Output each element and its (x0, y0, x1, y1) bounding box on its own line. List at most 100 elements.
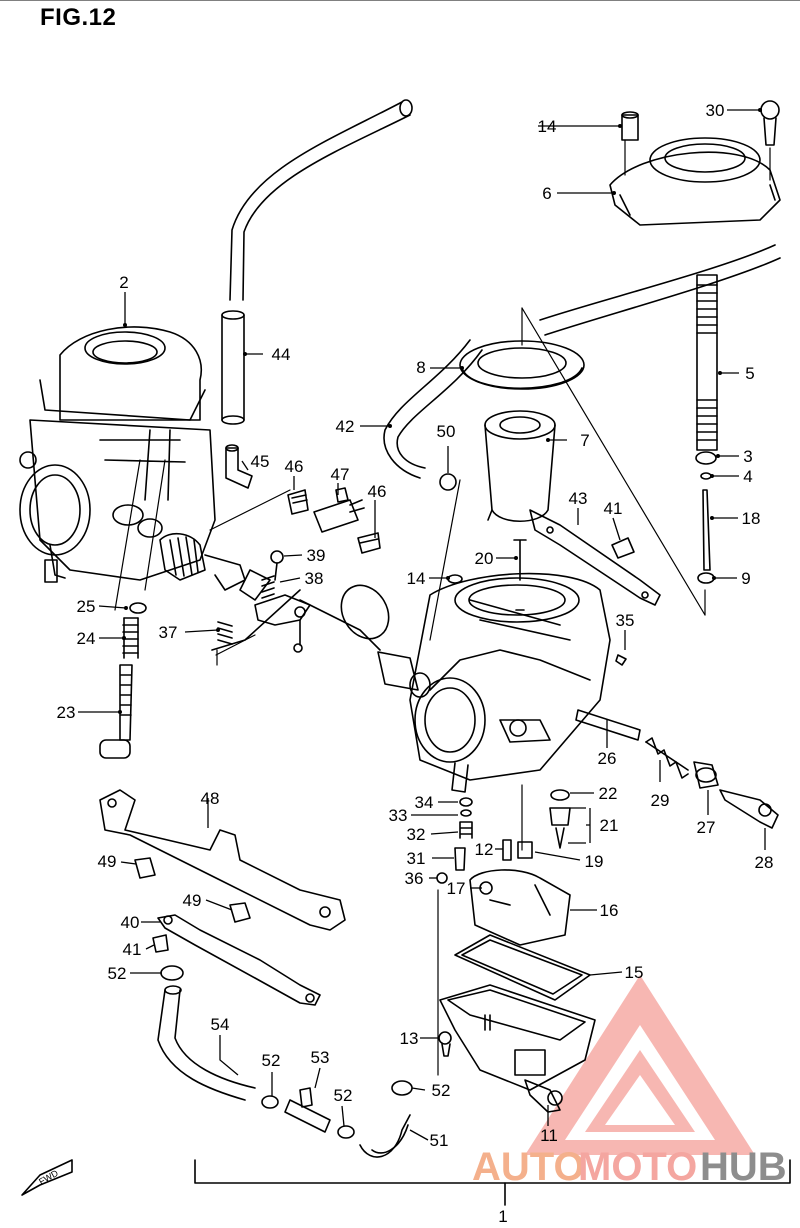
screw-30 (760, 100, 780, 146)
fitting-46-b (357, 532, 381, 554)
screw-41-top (611, 537, 635, 559)
lever-28 (719, 789, 779, 829)
screw-13 (438, 1031, 452, 1057)
clip-50 (439, 473, 457, 491)
callout-43: 43 (569, 489, 588, 508)
callout-46-a: 46 (285, 457, 304, 476)
oring-22 (550, 789, 570, 801)
bracket-43 (529, 509, 661, 606)
callout-42: 42 (336, 417, 355, 436)
callout-48: 48 (201, 789, 220, 808)
screw-23 (99, 664, 133, 759)
screw-31 (454, 847, 466, 871)
callout-15: 15 (625, 963, 644, 982)
callout-44: 44 (272, 345, 291, 364)
callout-17: 17 (447, 879, 466, 898)
screw-39 (270, 550, 284, 581)
jet-19 (517, 841, 533, 859)
piston-valve-7 (484, 410, 556, 522)
washer-25 (129, 602, 147, 614)
callout-41-bottom: 41 (123, 940, 142, 959)
callout-9: 9 (741, 569, 750, 588)
clamp-52-b (261, 1095, 279, 1109)
spring-29 (645, 737, 689, 779)
callout-1: 1 (498, 1207, 507, 1226)
spring-24 (122, 617, 139, 659)
clamp-52-a (160, 965, 184, 981)
watermark-logo: AUTO MOTO HUB (472, 975, 787, 1189)
fitting-45 (225, 444, 253, 489)
pin-14 (621, 111, 639, 141)
bracket-40 (157, 914, 321, 1006)
callout-29: 29 (651, 791, 670, 810)
watermark-text-auto: AUTO (472, 1145, 585, 1189)
clip-49-left (134, 857, 156, 879)
guide-lines (114, 139, 771, 1076)
callout-5: 5 (745, 364, 754, 383)
jet-12 (502, 839, 512, 861)
callout-33: 33 (389, 806, 408, 825)
callout-52-c: 52 (334, 1086, 353, 1105)
callout-34: 34 (415, 793, 434, 812)
callout-47: 47 (331, 465, 350, 484)
float-16 (469, 869, 571, 946)
carburetor-right (409, 539, 611, 793)
screw-35 (615, 654, 627, 666)
callout-26: 26 (598, 749, 617, 768)
callout-25: 25 (77, 597, 96, 616)
callout-40: 40 (121, 913, 140, 932)
callout-50: 50 (437, 422, 456, 441)
needle-valve-21 (549, 807, 571, 849)
carburetor-left (19, 326, 216, 583)
fitting-46-a (287, 489, 309, 515)
screw-11 (524, 1079, 563, 1113)
callout-14-mid: 14 (407, 569, 426, 588)
fwd-arrow-icon (21, 1159, 73, 1196)
callout-35: 35 (616, 611, 635, 630)
spring-5 (696, 274, 718, 451)
washer-4 (700, 472, 712, 480)
callout-8: 8 (416, 358, 425, 377)
seat-3 (695, 451, 717, 465)
washer-33 (460, 809, 472, 817)
callout-49-left: 49 (98, 852, 117, 871)
hose-54 (157, 985, 256, 1101)
hose-44 (221, 310, 245, 425)
fitting-53 (284, 1087, 331, 1133)
callout-39: 39 (307, 546, 326, 565)
callout-41-top: 41 (604, 499, 623, 518)
callout-19: 19 (585, 852, 604, 871)
callout-52-a: 52 (108, 964, 127, 983)
callout-21: 21 (600, 816, 619, 835)
callout-45: 45 (251, 452, 270, 471)
leader-arrowheads (118, 108, 762, 714)
callout-24: 24 (77, 629, 96, 648)
fitting-27 (693, 761, 719, 789)
callout-46-b: 46 (368, 482, 387, 501)
vent-tube-right (539, 244, 781, 336)
clip-49-right (229, 902, 251, 923)
jet-needle-18 (702, 489, 711, 571)
clamp-52-c (337, 1125, 355, 1139)
callout-37: 37 (159, 623, 178, 642)
assembly-bracket (194, 1159, 791, 1184)
callout-36: 36 (405, 869, 424, 888)
callout-32: 32 (407, 825, 426, 844)
callout-6: 6 (542, 184, 551, 203)
fitting-47 (313, 487, 365, 533)
link-shaft (299, 584, 390, 651)
callout-31: 31 (407, 849, 426, 868)
callout-16: 16 (600, 901, 619, 920)
callout-11: 11 (540, 1126, 558, 1145)
watermark-text-hub: HUB (700, 1145, 787, 1189)
hose-42 (383, 339, 483, 479)
callout-18: 18 (742, 509, 761, 528)
callout-52-b: 52 (262, 1051, 281, 1070)
callout-28: 28 (755, 853, 774, 872)
callout-labels: 1 2 3 4 5 6 7 8 9 11 12 13 14 14 15 16 1… (57, 101, 774, 1226)
callout-12: 12 (475, 840, 494, 859)
top-cap-6 (609, 137, 781, 226)
callout-49-right: 49 (183, 891, 202, 910)
